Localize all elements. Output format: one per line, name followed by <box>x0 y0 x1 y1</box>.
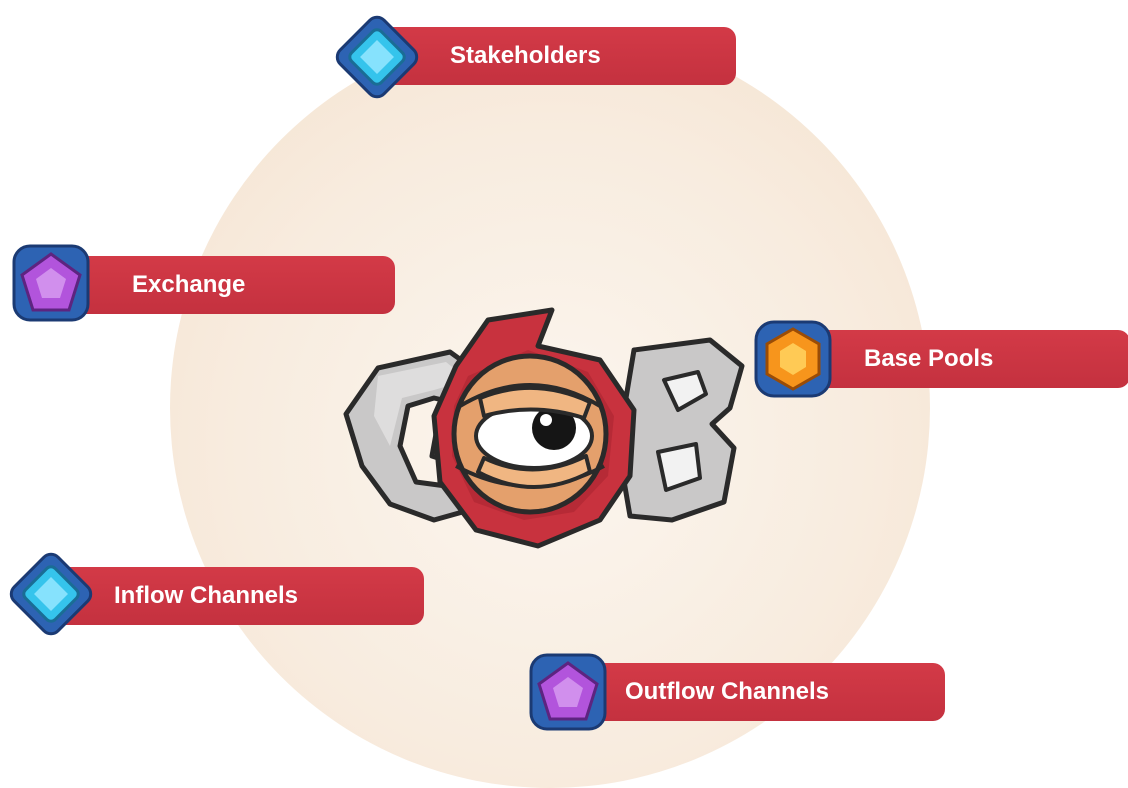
blue-diamond-gem-icon <box>335 15 419 99</box>
purple-pentagon-gem-icon <box>529 653 607 731</box>
node-base-pools: Base Pools <box>780 330 1128 388</box>
node-inflow-channels: Inflow Channels <box>40 567 424 625</box>
node-label: Inflow Channels <box>114 582 299 609</box>
node-label: Stakeholders <box>450 42 601 69</box>
node-label: Outflow Channels <box>625 678 829 705</box>
node-label: Exchange <box>132 271 246 298</box>
gob-logo <box>343 307 745 549</box>
node-exchange: Exchange <box>40 256 395 314</box>
blue-diamond-gem-icon <box>9 552 93 636</box>
orange-hexagon-gem-icon <box>754 320 832 398</box>
node-outflow-channels: Outflow Channels <box>555 663 945 721</box>
purple-pentagon-gem-icon <box>12 244 90 322</box>
node-label: Base Pools <box>864 345 994 372</box>
node-stakeholders: Stakeholders <box>364 27 736 85</box>
